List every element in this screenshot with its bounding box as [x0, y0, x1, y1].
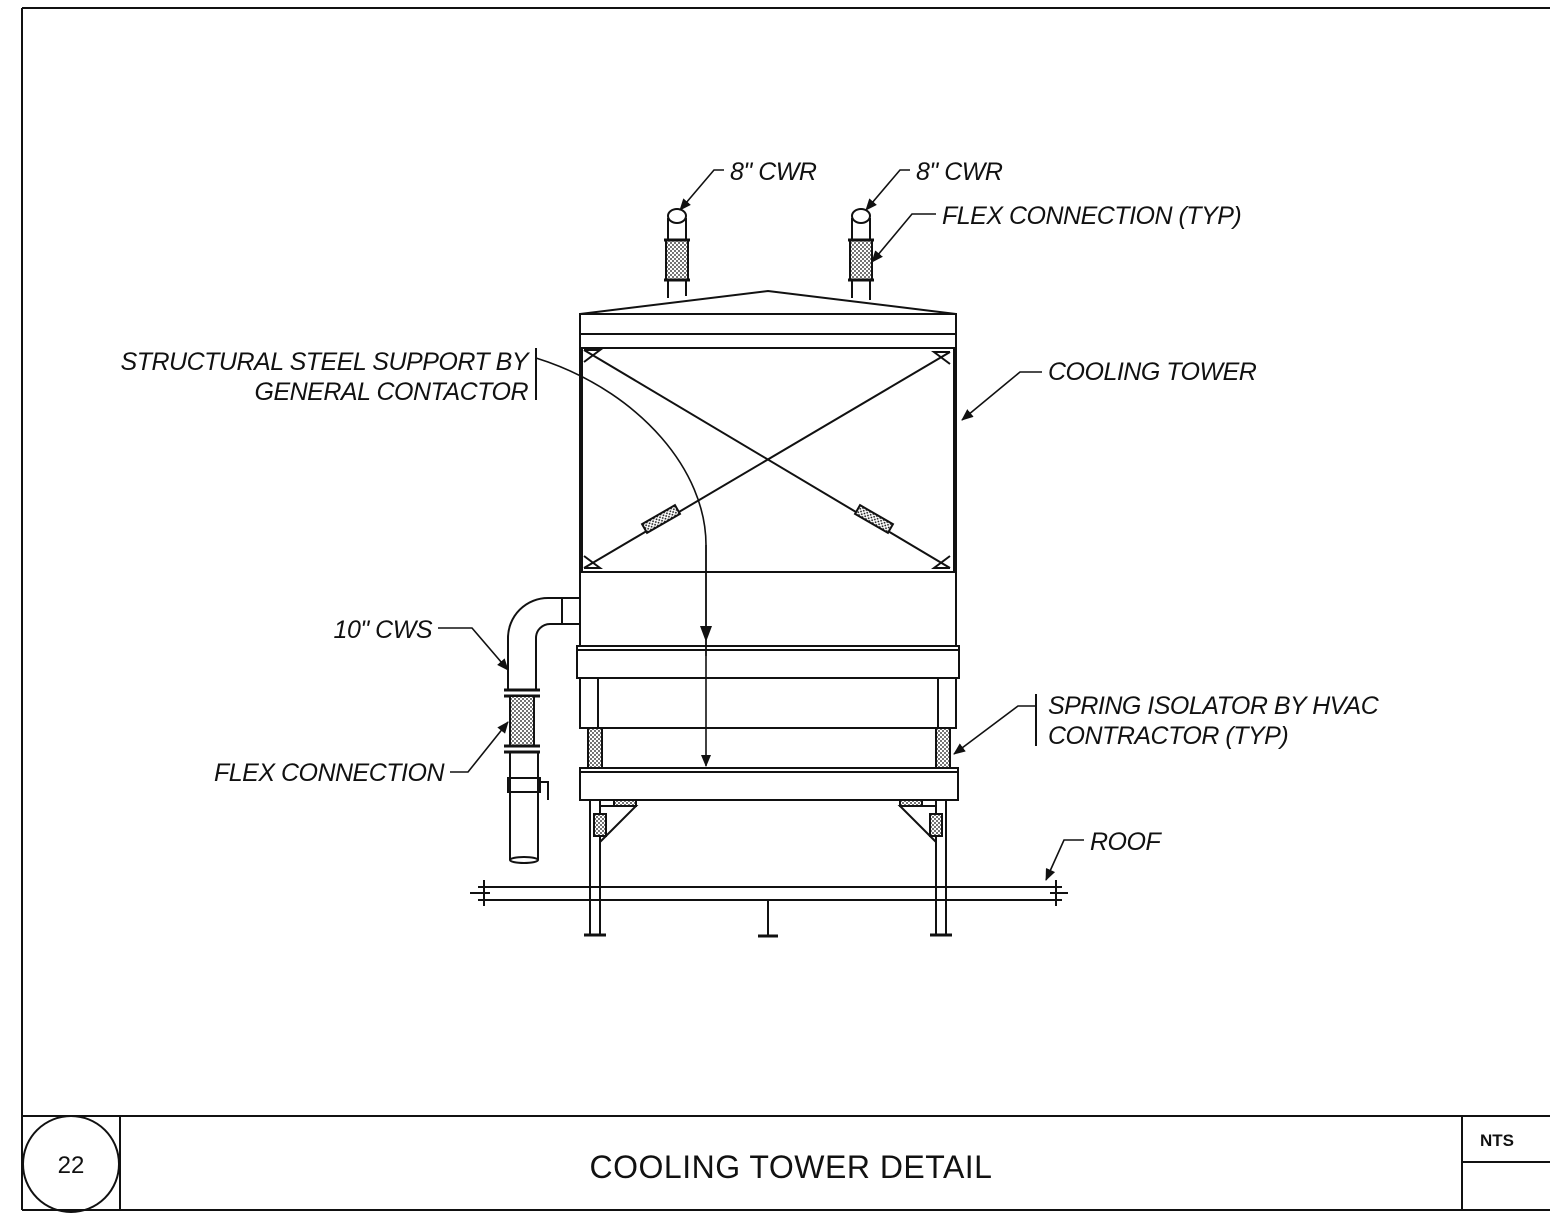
leader-cwr-right [865, 169, 910, 211]
flex-connector-right [849, 239, 873, 281]
leader-roof [1045, 839, 1084, 881]
detail-number: 22 [58, 1152, 85, 1179]
leader-cooling-tower [961, 371, 1042, 421]
tower-top-band [579, 313, 957, 335]
leader-steel-support [535, 357, 707, 636]
turnbuckle-left [640, 503, 682, 535]
cooling-tower [576, 289, 960, 938]
spring-isolator-right [935, 727, 951, 769]
label-steel-support-line1: STRUCTURAL STEEL SUPPORT BY [121, 348, 531, 376]
label-spring-isolator-line1: SPRING ISOLATOR BY HVAC [1048, 692, 1380, 720]
label-cwr-right: 8" CWR [916, 158, 1003, 186]
leader-flex-typ [871, 213, 936, 263]
sheet-border [21, 7, 1550, 1211]
leader-flex-connection [450, 721, 509, 773]
leader-spring-isolator [953, 705, 1036, 755]
label-cwr-left: 8" CWR [730, 158, 817, 186]
leaders [438, 169, 1084, 881]
cwr-pipe-right [848, 208, 874, 300]
label-roof: ROOF [1090, 828, 1162, 856]
scale-note: NTS [1480, 1131, 1514, 1150]
cwr-pipe-left [664, 208, 690, 298]
cws-pipe [504, 597, 581, 864]
spring-isolator-left [587, 727, 603, 769]
roof-line [470, 880, 1068, 906]
cws-flex-connector [509, 695, 535, 747]
detail-number-bubble [22, 1115, 120, 1213]
leader-cwr-left [679, 169, 724, 211]
label-flex-connection: FLEX CONNECTION [214, 759, 445, 787]
steel-support-beam [579, 767, 959, 801]
label-cooling-tower: COOLING TOWER [1048, 358, 1257, 386]
label-spring-isolator-line2: CONTRACTOR (TYP) [1048, 722, 1288, 750]
flex-connector-left [665, 239, 689, 281]
detail-title: COOLING TOWER DETAIL [590, 1149, 993, 1185]
turnbuckle-right [853, 503, 895, 535]
title-block [22, 1115, 1550, 1213]
cross-brace-2 [583, 351, 951, 569]
leader-cws [438, 627, 509, 671]
label-flex-connection-typ: FLEX CONNECTION (TYP) [942, 202, 1241, 230]
tower-top-cap [579, 289, 957, 315]
label-cws: 10" CWS [334, 616, 433, 644]
lower-frame [579, 677, 957, 729]
label-steel-support-line2: GENERAL CONTACTOR [255, 378, 529, 406]
